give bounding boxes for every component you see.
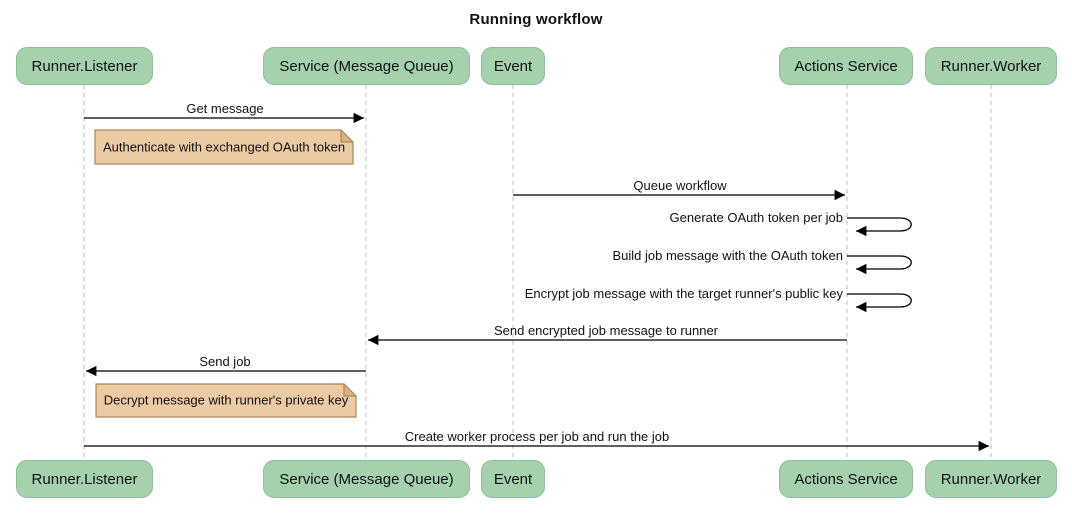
message-label-send-encrypted-job-message: Send encrypted job message to runner (493, 323, 719, 338)
participant-box-actions-service-top: Actions Service (779, 47, 913, 85)
note-authenticate-label: Authenticate with exchanged OAuth token (102, 139, 346, 155)
note-decrypt-fold (343, 383, 357, 397)
note-authenticate-fold (340, 129, 354, 143)
note-decrypt-label: Decrypt message with runner's private ke… (103, 392, 349, 408)
message-label-queue-workflow: Queue workflow (633, 178, 727, 193)
note-authenticate-shape (94, 129, 354, 165)
message-label-encrypt-job-message: Encrypt job message with the target runn… (524, 286, 843, 301)
participant-box-runner-worker-top: Runner.Worker (925, 47, 1057, 85)
diagram-title: Running workflow (469, 11, 603, 28)
participant-box-runner-worker-bottom: Runner.Worker (925, 460, 1057, 498)
note-decrypt-shape (95, 383, 357, 418)
self-loop-generate-oauth-token (847, 217, 912, 237)
participant-box-event-top: Event (481, 47, 545, 85)
message-label-build-job-message: Build job message with the OAuth token (612, 248, 843, 263)
participant-box-runner-listener-top: Runner.Listener (16, 47, 153, 85)
participant-box-service-message-queue-top: Service (Message Queue) (263, 47, 470, 85)
self-loop-build-job-message (847, 255, 912, 275)
participant-box-runner-listener-bottom: Runner.Listener (16, 460, 153, 498)
message-label-get-message: Get message (186, 101, 264, 116)
participant-box-service-message-queue-bottom: Service (Message Queue) (263, 460, 470, 498)
message-label-create-worker-process: Create worker process per job and run th… (404, 429, 670, 444)
participant-box-actions-service-bottom: Actions Service (779, 460, 913, 498)
self-loop-encrypt-job-message (847, 293, 912, 313)
message-label-generate-oauth-token: Generate OAuth token per job (669, 210, 843, 225)
participant-box-event-bottom: Event (481, 460, 545, 498)
message-label-send-job: Send job (199, 354, 251, 369)
